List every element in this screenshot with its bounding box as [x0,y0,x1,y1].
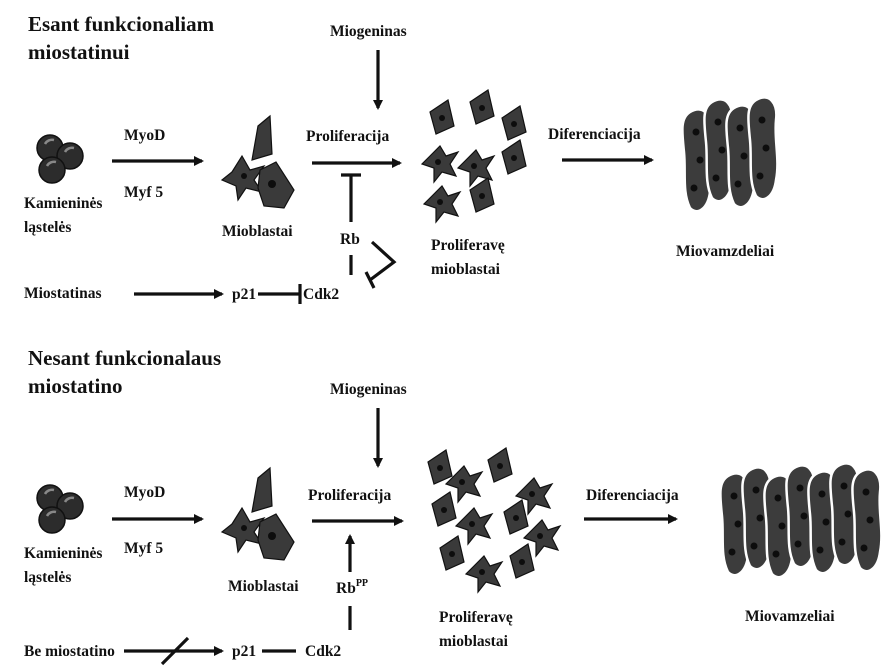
bottom-myf5-label: Myf 5 [124,540,163,557]
top-heading-line2: miostatinui [28,40,130,64]
top-myotubes-icon [682,97,777,211]
bottom-myod-label: MyoD [124,484,165,501]
top-stem-cells-icon [37,135,83,183]
top-miovamzdeliai-label: Miovamzdeliai [676,243,775,260]
bottom-rb-superscript: PP [356,578,368,589]
top-proliferave-label-line2: mioblastai [431,261,501,278]
bottom-miovamzeliai-label: Miovamzeliai [745,608,835,625]
bottom-mioblastai-label: Mioblastai [228,578,299,595]
top-proliferave-label-line1: Proliferavę [431,237,505,254]
bottom-proliferacija-label: Proliferacija [308,487,391,504]
bottom-p21-label: p21 [232,643,256,660]
bottom-stem-label-line2: ląstelės [24,569,71,586]
bottom-proliferave-label-line2: mioblastai [439,633,509,650]
top-p21-label: p21 [232,286,256,303]
top-cdk2-rb-inhibition [370,242,394,280]
top-rb-label: Rb [340,231,360,248]
top-miostatinas-label: Miostatinas [24,285,102,302]
top-mioblastai-label: Mioblastai [222,223,293,240]
top-stem-label-line1: Kamieninės [24,195,102,212]
top-myf5-label: Myf 5 [124,184,163,201]
bottom-stem-cells-icon [37,485,83,533]
bottom-cdk2-label: Cdk2 [305,643,341,660]
top-heading-line1: Esant funkcionaliam [28,12,215,36]
bottom-proliferated-myoblasts-icon [428,448,560,592]
top-cdk2-rb-bar [366,272,374,288]
bottom-myotubes-icon [720,463,881,577]
bottom-heading-line2: miostatino [28,374,123,398]
top-myoblasts-icon [222,116,294,208]
bottom-rb-label: RbPP [336,578,368,597]
top-stem-label-line2: ląstelės [24,219,71,236]
bottom-diferenciacija-label: Diferenciacija [586,487,679,504]
top-miogeninas-label: Miogeninas [330,23,407,40]
top-proliferated-myoblasts-icon [422,90,526,222]
bottom-myoblasts-icon [222,468,294,560]
top-cdk2-label: Cdk2 [303,286,339,303]
bottom-rb-text: Rb [336,580,356,597]
top-diferenciacija-label: Diferenciacija [548,126,641,143]
bottom-miogeninas-label: Miogeninas [330,381,407,398]
bottom-proliferave-label-line1: Proliferavę [439,609,513,626]
bottom-stem-label-line1: Kamieninės [24,545,102,562]
bottom-panel: Nesant funkcionalaus miostatino Miogenin… [24,346,881,664]
top-proliferacija-label: Proliferacija [306,128,389,145]
bottom-be-miostatino-label: Be miostatino [24,643,115,660]
top-panel: Esant funkcionaliam miostatinui Miogenin… [24,12,777,304]
top-myod-label: MyoD [124,127,165,144]
bottom-heading-line1: Nesant funkcionalaus [28,346,221,370]
